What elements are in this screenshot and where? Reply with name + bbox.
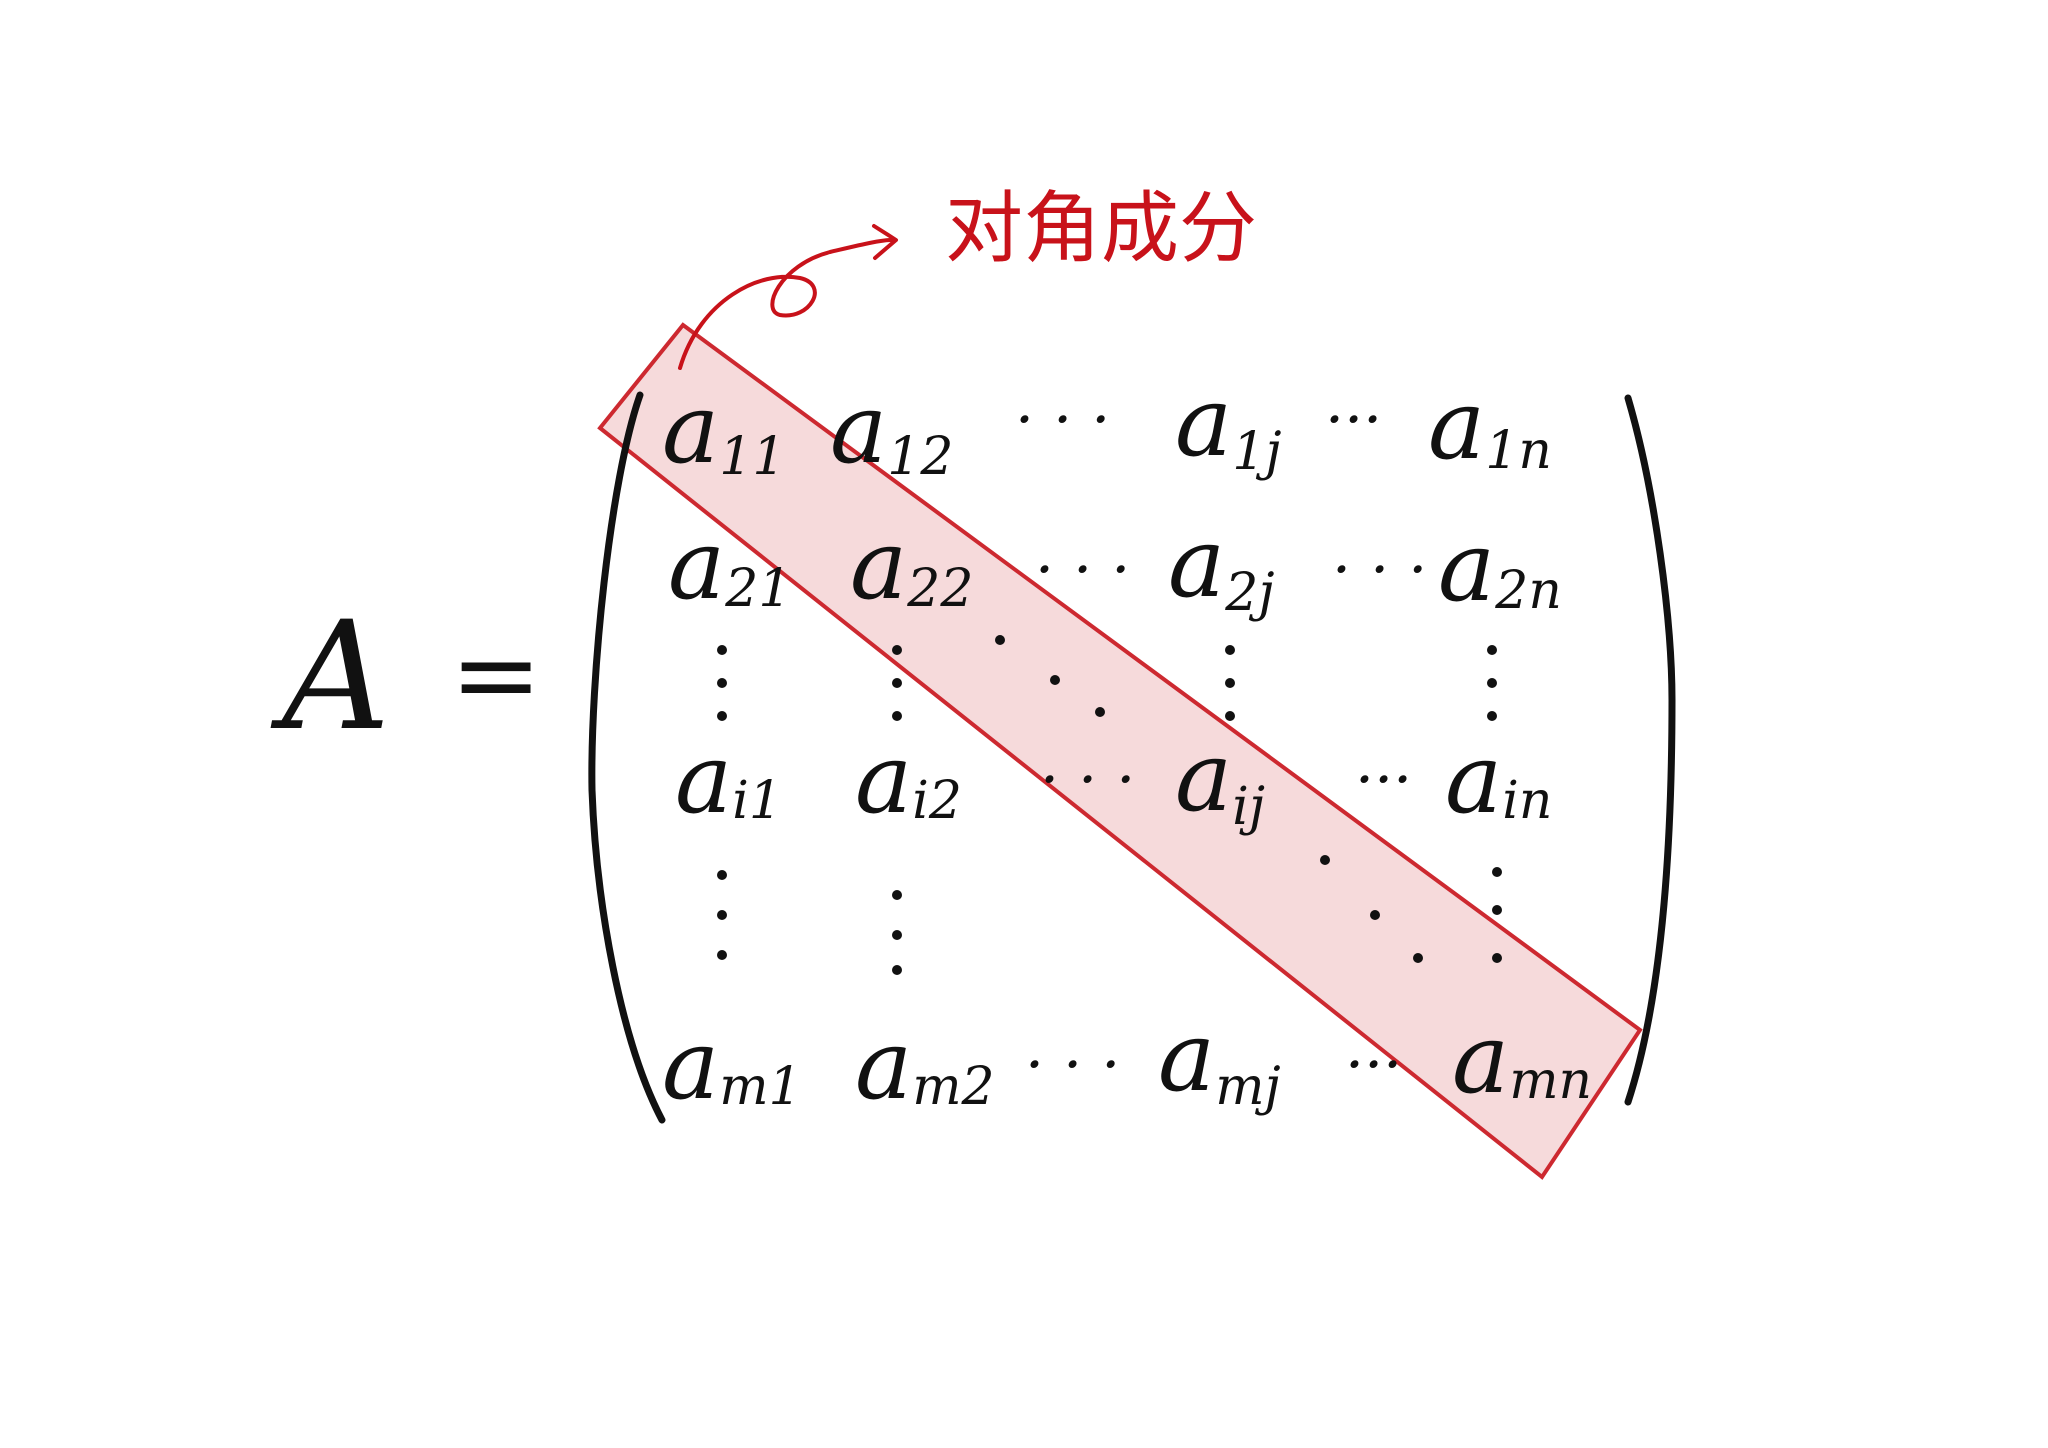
entry-ai1: ai1 xyxy=(675,723,782,835)
entry-a1j: a1j xyxy=(1175,366,1281,482)
entry-a2n: a2n xyxy=(1438,511,1562,623)
ellipsis-h: · · · xyxy=(1035,535,1130,605)
diagonal-highlight-band xyxy=(597,322,1643,1180)
ellipsis-h: ··· xyxy=(1325,385,1382,455)
annotation-label: 对角成分 xyxy=(945,184,1257,274)
annotation-arrow xyxy=(678,238,894,370)
entry-a12: a12 xyxy=(830,373,953,487)
entry-a2j: a2j xyxy=(1168,507,1274,623)
entry-ain: ain xyxy=(1445,723,1552,835)
ellipsis-h: · · · xyxy=(1332,535,1427,605)
diagonal-ellipsis-1 xyxy=(995,635,1105,717)
entry-am2: am2 xyxy=(855,1009,995,1121)
matrix-row-m: am1 am2 · · · amj ··· amn xyxy=(662,1001,1592,1121)
entry-amj: amj xyxy=(1158,1001,1281,1117)
matrix-row-i: ai1 ai2 · · · aij ··· ain xyxy=(675,721,1552,837)
ellipsis-h: · · · xyxy=(1040,745,1135,815)
entry-ai2: ai2 xyxy=(855,723,962,835)
vertical-ellipsis-group-2 xyxy=(717,867,1502,975)
ellipsis-h: ··· xyxy=(1355,745,1412,815)
right-bracket xyxy=(1624,394,1676,1106)
ellipsis-h: · · · xyxy=(1025,1030,1120,1100)
matrix-name: A xyxy=(270,590,390,764)
equals-sign: = xyxy=(450,610,542,738)
entry-a1n: a1n xyxy=(1428,369,1552,481)
ellipsis-h: · · · xyxy=(1015,385,1110,455)
entry-am1: am1 xyxy=(662,1009,802,1121)
vertical-ellipsis-group-1 xyxy=(717,645,1497,721)
left-bracket xyxy=(588,391,666,1124)
entry-aij: aij xyxy=(1175,721,1265,837)
arrow-head-icon xyxy=(872,224,898,260)
ellipsis-h: ··· xyxy=(1345,1030,1402,1100)
diagonal-ellipsis-2 xyxy=(1320,855,1423,963)
